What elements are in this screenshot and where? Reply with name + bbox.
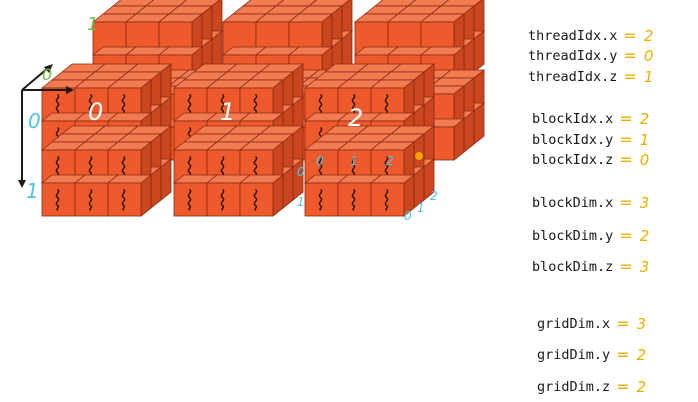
highlight-dot-icon [415,152,423,160]
variable-value: 1 [639,130,650,149]
thread-squiggle-icon [351,188,356,211]
variable-name: gridDim.z [537,378,611,395]
variable-row: blockDim.x = 3 [532,193,649,212]
variable-row: threadIdx.x = 2 [528,26,653,45]
thread-cube [238,174,285,217]
variable-name: blockIdx.z [532,151,614,168]
thread-squiggle-icon [384,188,389,211]
variable-name: threadIdx.x [528,27,618,44]
variable-row: gridDim.y = 2 [537,345,646,364]
equals-icon: = [619,226,634,245]
thread-y-marker-0: 0 [297,165,305,179]
equals-icon: = [619,109,634,128]
thread-squiggle-icon [55,188,60,211]
axis-z-label: 1 [87,14,98,35]
variable-name: blockIdx.y [532,131,614,148]
thread-squiggle-icon [220,188,225,211]
variable-row: blockIdx.z = 0 [532,150,649,169]
thread-cube [369,174,416,217]
annotations: 1 0 0 1 0 1 2 0 1 2 0 1 0 1 2 [18,14,438,223]
thread-z-marker-1: 1 [417,201,425,215]
axis-x-arrow-icon [66,86,74,94]
thread-block [91,0,224,89]
axis-y-arrow-icon [18,180,26,188]
thread-squiggle-icon [88,188,93,211]
variable-name: threadIdx.z [528,68,618,85]
thread-z-marker-2: 2 [430,189,438,203]
variable-value: 2 [636,377,647,396]
block-label-2: 2 [348,104,363,132]
equals-icon: = [623,46,638,65]
variable-row: threadIdx.y = 0 [528,46,653,65]
axis-x-label: 0 [42,65,52,84]
equals-icon: = [623,67,638,86]
thread-x-marker-0: 0 [316,154,324,168]
thread-block [221,0,354,89]
variable-value: 2 [639,226,650,245]
equals-icon: = [619,257,634,276]
thread-x-marker-2: 2 [386,154,394,168]
equals-icon: = [619,130,634,149]
variable-name: blockDim.z [532,258,614,275]
thread-cubes [40,0,486,217]
thread-block [40,125,173,217]
thread-squiggle-icon [318,188,323,211]
axis-y-label: 0 [28,109,41,133]
variable-value: 2 [636,345,647,364]
thread-y-marker-1: 1 [297,195,305,209]
variable-row: blockIdx.y = 1 [532,130,649,149]
thread-cube [106,174,153,217]
variable-name: blockDim.y [532,227,614,244]
thread-squiggle-icon [187,188,192,211]
thread-z-marker-0: 0 [404,209,412,223]
variable-row: threadIdx.z = 1 [528,67,653,86]
variable-value: 3 [639,193,650,212]
variable-name: gridDim.x [537,315,611,332]
grid-row-label-1: 1 [26,179,39,203]
variable-value: 0 [639,150,650,169]
variable-name: blockDim.x [532,194,614,211]
variable-value: 1 [643,67,654,86]
axis-z-arrow-icon [44,64,53,73]
variable-value: 0 [643,46,654,65]
equals-icon: = [619,150,634,169]
block-label-0: 0 [88,98,103,126]
variable-value: 2 [643,26,654,45]
equals-icon: = [616,345,631,364]
equals-icon: = [616,314,631,333]
variable-value: 3 [636,314,647,333]
variable-row: gridDim.z = 2 [537,377,646,396]
variable-value: 2 [639,109,650,128]
equals-icon: = [616,377,631,396]
thread-squiggle-icon [121,188,126,211]
thread-block [303,125,436,217]
variable-row: blockDim.z = 3 [532,257,649,276]
block-label-1: 1 [220,98,235,126]
variable-name: blockIdx.x [532,110,614,127]
variable-row: blockIdx.x = 2 [532,109,649,128]
variable-name: threadIdx.y [528,47,618,64]
thread-squiggle-icon [253,188,258,211]
thread-block [172,125,305,217]
variable-row: blockDim.y = 2 [532,226,649,245]
equals-icon: = [623,26,638,45]
thread-x-marker-1: 1 [350,154,358,168]
axis-z-line [21,67,49,91]
variable-row: gridDim.x = 3 [537,314,646,333]
variable-name: gridDim.y [537,346,611,363]
equals-icon: = [619,193,634,212]
variable-value: 3 [639,257,650,276]
